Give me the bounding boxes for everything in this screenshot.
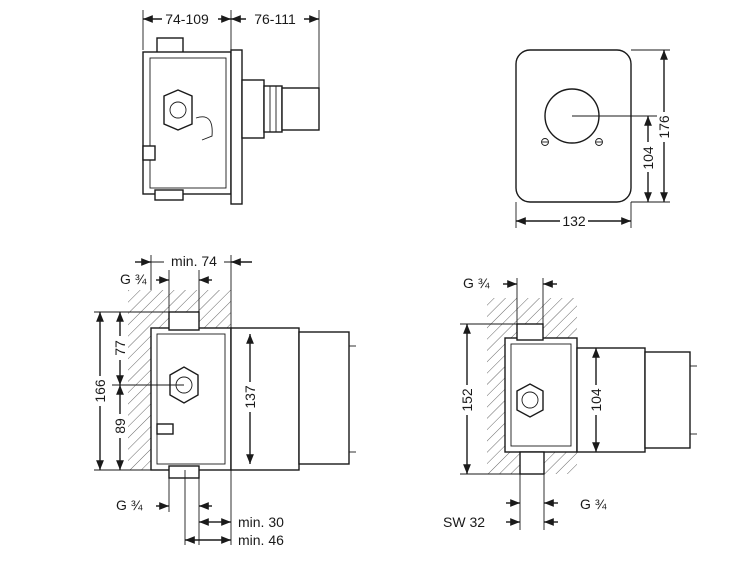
mounting-plate <box>230 49 243 205</box>
dim-label-min-74: min. 74 <box>171 253 217 269</box>
outlet-bottom-right <box>519 451 545 475</box>
dim-label-104-right: 104 <box>588 388 604 412</box>
bottom-connector <box>154 189 184 201</box>
outlet-bottom-left <box>168 465 200 479</box>
screw-left <box>541 138 549 146</box>
dim-label-152: 152 <box>459 388 475 412</box>
side-view: 74-109 76-111 <box>142 10 320 205</box>
dim-label-166: 166 <box>92 379 108 403</box>
inlet-top-left <box>168 311 200 331</box>
valve-cartridge-right <box>644 351 691 449</box>
section-view-left: min. 74 G ¾ 166 77 89 137 G ¾ <box>92 253 356 548</box>
dim-label-137: 137 <box>242 385 258 409</box>
dim-label-104-front: 104 <box>640 146 656 170</box>
dim-label-74-109: 74-109 <box>165 11 209 27</box>
screw-right <box>595 138 603 146</box>
valve-cartridge-left <box>298 331 350 465</box>
dim-label-132: 132 <box>562 213 586 229</box>
handle-side <box>281 87 320 131</box>
thread-label-top-left: G ¾ <box>120 271 147 287</box>
nut-right <box>516 383 544 418</box>
dim-label-89: 89 <box>112 418 128 434</box>
thread-label-bottom-right: G ¾ <box>580 496 607 512</box>
dim-label-min-46: min. 46 <box>238 532 284 548</box>
front-view: 104 176 132 <box>515 49 672 229</box>
wrench-size-label: SW 32 <box>443 514 485 530</box>
dim-label-min-30: min. 30 <box>238 514 284 530</box>
section-view-right: G ¾ 152 104 G ¾ SW 32 <box>443 275 697 530</box>
wall-hatch-right <box>487 298 505 474</box>
dim-label-77: 77 <box>112 340 128 356</box>
inlet-top-right <box>516 323 544 341</box>
wall-hatch-left <box>128 290 151 470</box>
thread-label-bottom-left: G ¾ <box>116 497 143 513</box>
dim-label-76-111: 76-111 <box>254 11 296 27</box>
nut-side <box>163 89 193 131</box>
dim-label-176: 176 <box>656 115 672 139</box>
thread-label-top-right: G ¾ <box>463 275 490 291</box>
